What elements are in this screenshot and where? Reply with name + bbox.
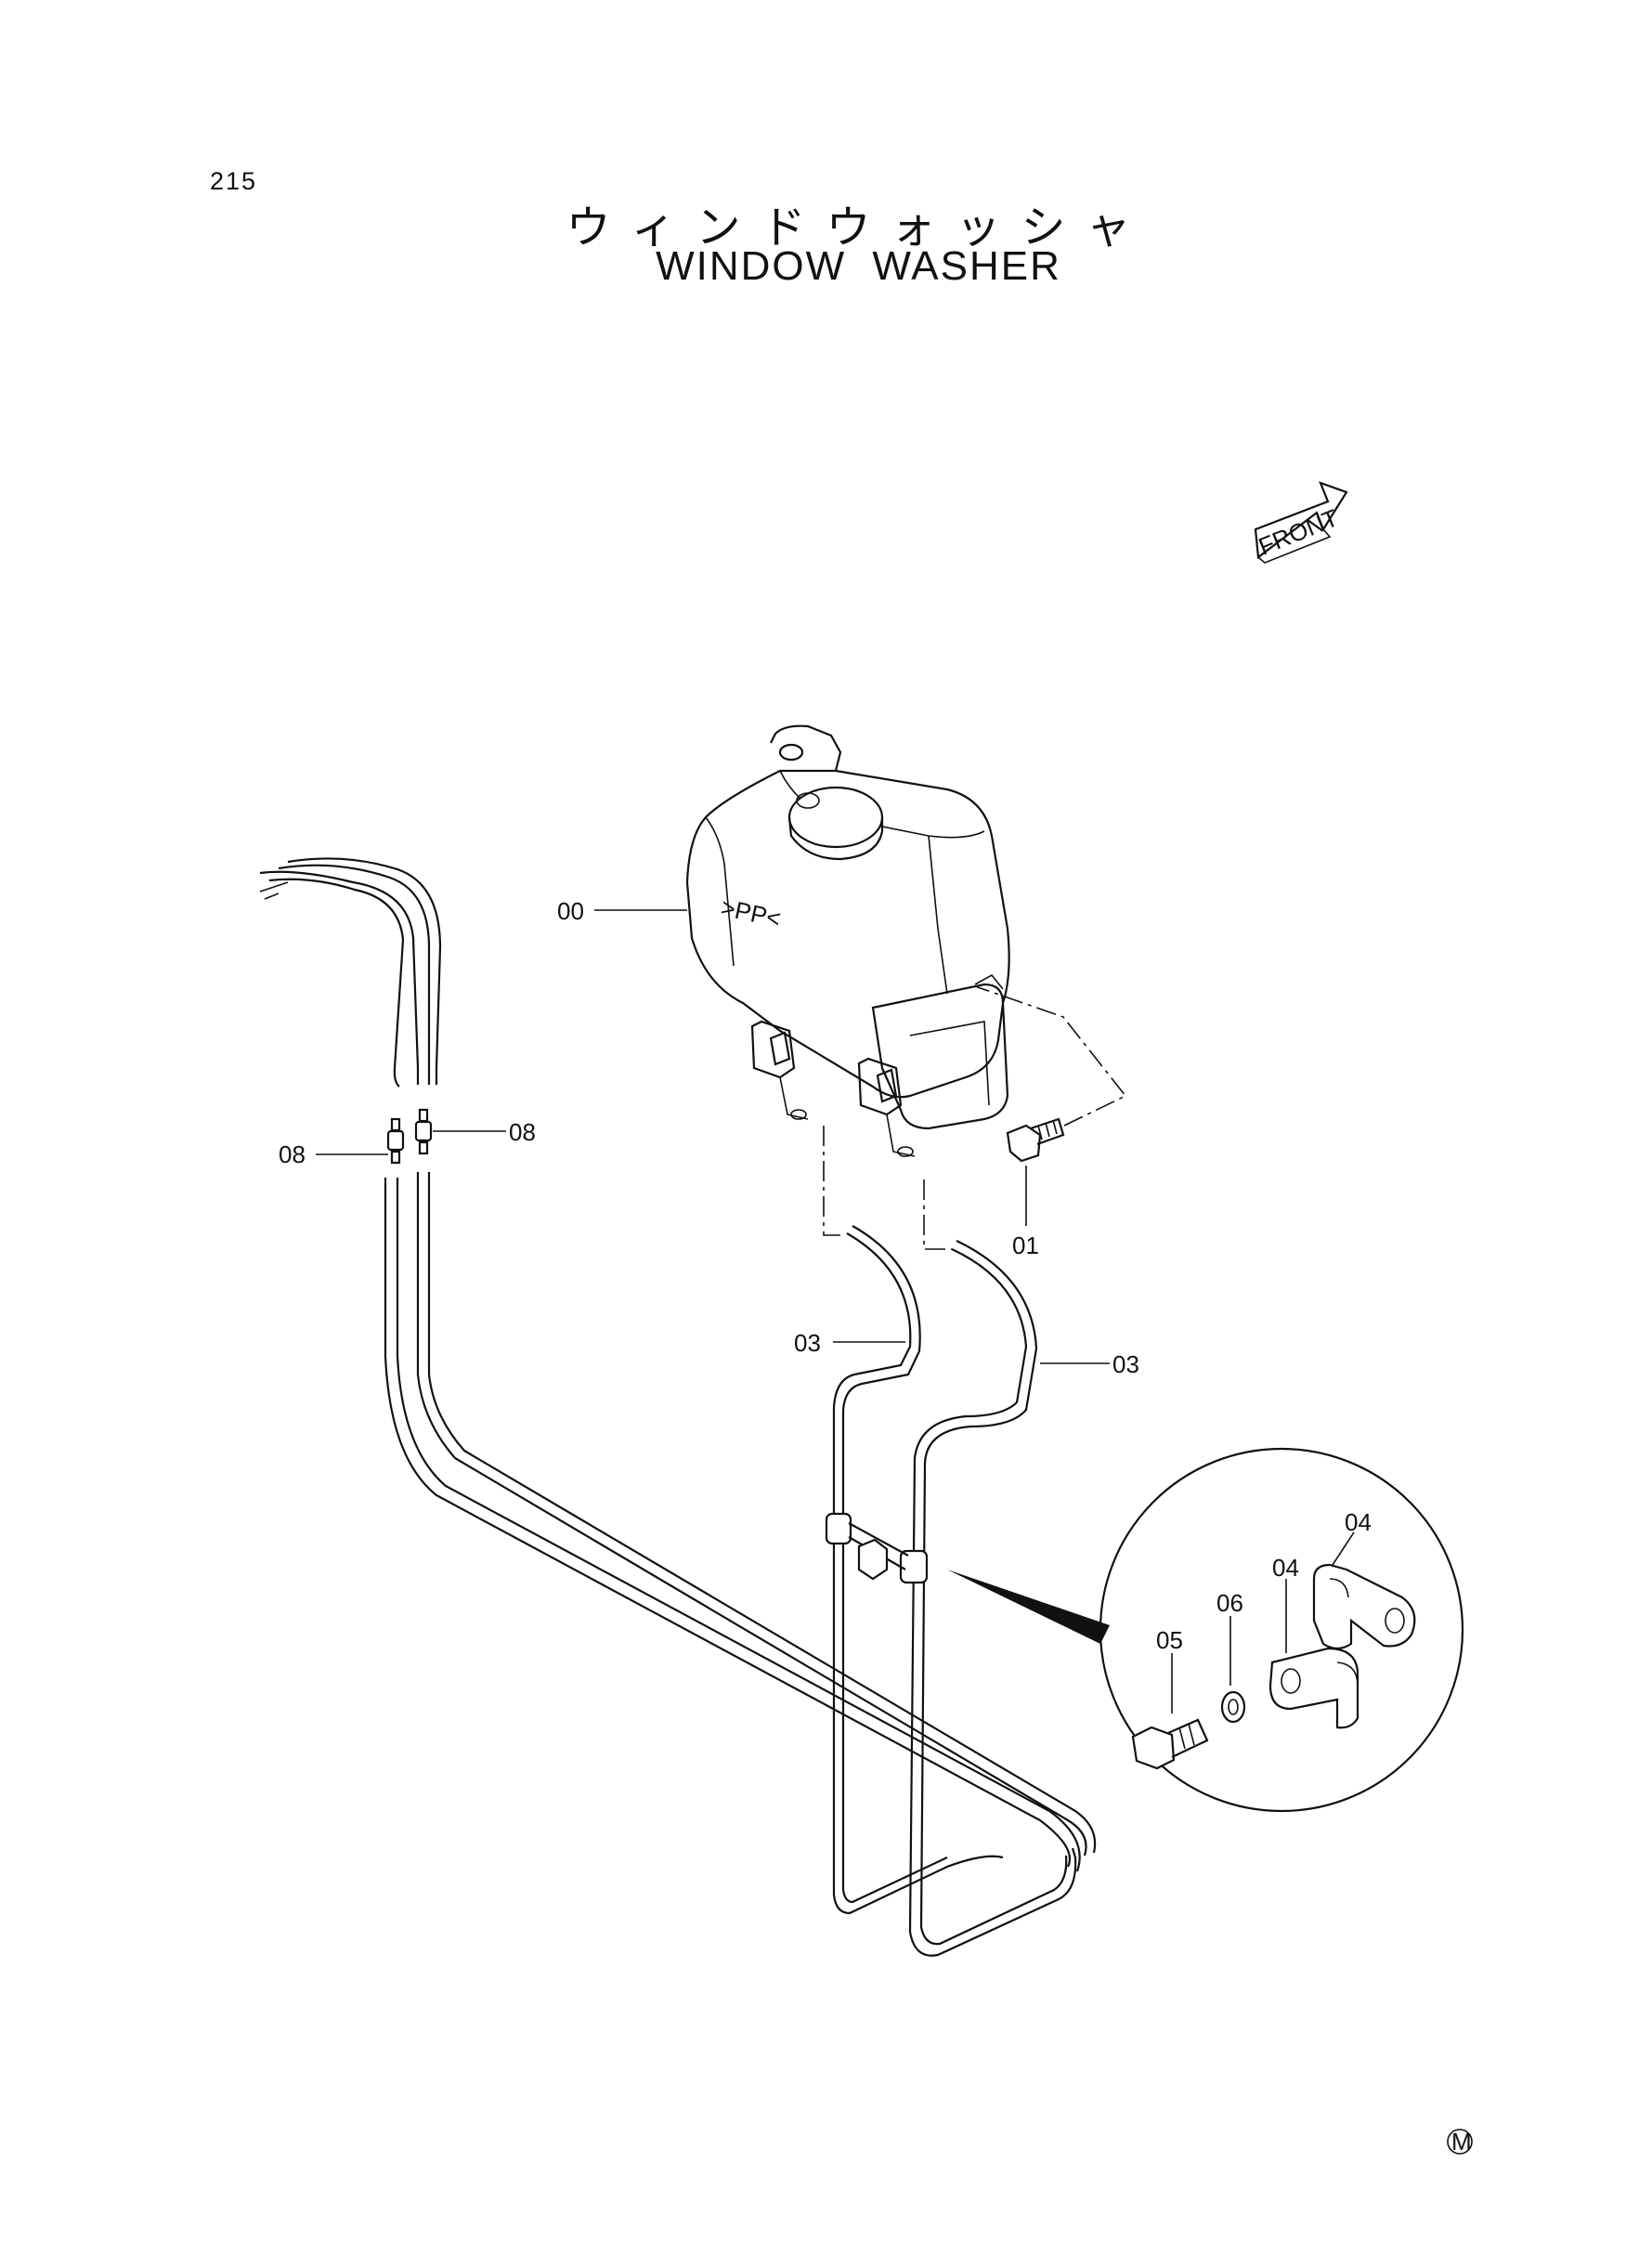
callout-05: 05 xyxy=(1156,1626,1183,1654)
detail-circle xyxy=(1099,1447,1464,1813)
callout-03-left: 03 xyxy=(794,1329,821,1357)
detail-pointer-icon xyxy=(947,1570,1110,1644)
title-japanese: ウィンドウォッシャ xyxy=(566,202,1151,254)
hose-pair-left xyxy=(259,857,1097,1872)
washer-tank: >PP< xyxy=(685,724,1010,1157)
title-english: WINDOW WASHER xyxy=(656,243,1061,289)
hoses-03 xyxy=(825,1225,1077,1957)
tank-marking: >PP< xyxy=(719,893,784,933)
corner-mark: M xyxy=(1447,2128,1473,2156)
corner-mark-letter: M xyxy=(1451,2128,1472,2156)
callout-04-lower: 04 xyxy=(1272,1554,1299,1582)
callout-04-upper: 04 xyxy=(1345,1508,1372,1536)
page-number: 215 xyxy=(210,167,258,195)
front-arrow-icon: FRONT xyxy=(1254,481,1348,564)
connectors-08 xyxy=(316,1108,506,1165)
callout-00: 00 xyxy=(557,897,584,925)
callout-06: 06 xyxy=(1216,1589,1243,1617)
callout-08-left: 08 xyxy=(279,1140,306,1168)
bolt-01 xyxy=(974,985,1127,1226)
callout-01: 01 xyxy=(1012,1231,1039,1259)
callout-08-right: 08 xyxy=(509,1118,536,1146)
callout-03-right: 03 xyxy=(1112,1350,1139,1378)
